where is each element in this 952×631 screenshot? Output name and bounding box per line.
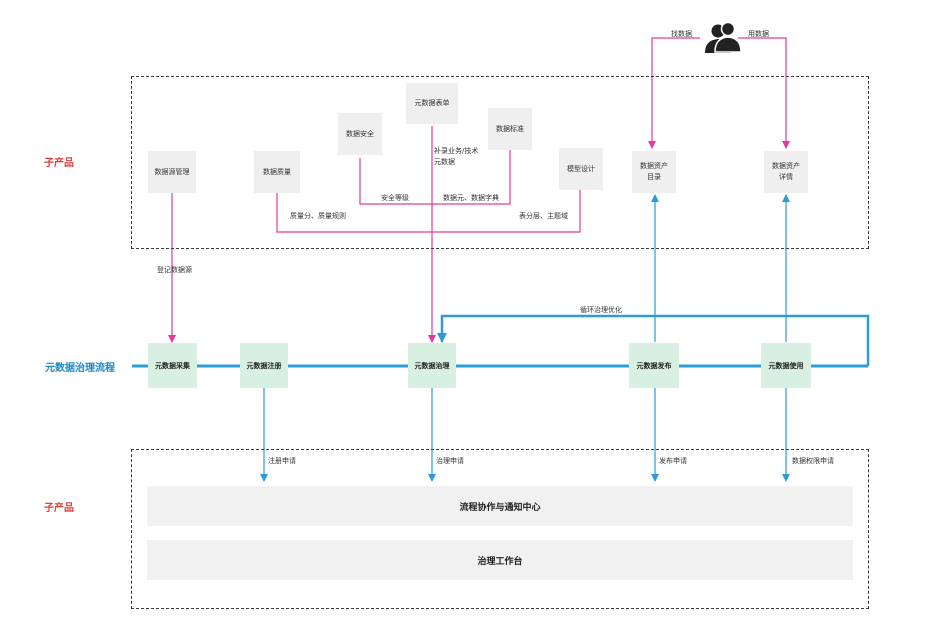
- bottom-product-frame: [131, 449, 869, 609]
- quality-score-label: 质量分、质量规则: [290, 212, 346, 220]
- use-data-connector: [738, 37, 790, 149]
- flow-label: 元数据治理流程: [45, 363, 115, 374]
- stage-register[interactable]: 元数据注册: [240, 343, 288, 388]
- register-source-label: 登记数据源: [157, 266, 192, 274]
- node-data-standard[interactable]: 数据标准: [488, 108, 532, 150]
- node-source-management[interactable]: 数据源管理: [148, 151, 196, 193]
- model-connector: [432, 190, 581, 233]
- stage-collect[interactable]: 元数据采集: [148, 343, 197, 388]
- dictionary-label: 数据元、数据字典: [443, 194, 499, 202]
- node-model-design[interactable]: 模型设计: [559, 148, 603, 190]
- node-data-security[interactable]: 数据安全: [338, 113, 382, 155]
- quality-connector: [276, 193, 432, 233]
- users-icon: [705, 21, 742, 53]
- workbench-bar[interactable]: 治理工作台: [147, 540, 853, 580]
- supplement-label: 补录业务/技术 元数据: [434, 147, 479, 166]
- govern-request-label: 治理申请: [436, 457, 464, 465]
- publish-request-label: 发布申请: [659, 457, 687, 465]
- loop-label: 循环治理优化: [580, 306, 622, 314]
- find-data-connector: [648, 37, 700, 149]
- top-product-frame: [131, 76, 869, 249]
- use-data-label: 用数据: [748, 30, 769, 38]
- stage-govern[interactable]: 元数据治理: [408, 343, 456, 388]
- top-product-label: 子产品: [44, 158, 74, 169]
- layering-label: 表分层、主题域: [519, 212, 568, 220]
- node-metadata-form[interactable]: 元数据表单: [406, 83, 458, 124]
- register-request-label: 注册申请: [268, 457, 296, 465]
- collab-center-bar[interactable]: 流程协作与通知中心: [147, 486, 853, 526]
- node-asset-catalog[interactable]: 数据资产 目录: [632, 151, 676, 193]
- node-asset-detail[interactable]: 数据资产 详情: [764, 151, 808, 193]
- security-level-label: 安全等级: [381, 194, 409, 202]
- security-connector: [359, 158, 432, 205]
- standard-connector: [432, 150, 511, 205]
- node-data-quality[interactable]: 数据质量: [254, 151, 300, 193]
- stage-publish[interactable]: 元数据发布: [629, 343, 679, 388]
- stage-use[interactable]: 元数据使用: [761, 343, 811, 388]
- find-data-label: 找数据: [671, 30, 692, 38]
- bottom-product-label: 子产品: [44, 503, 74, 514]
- permission-request-label: 数据权限申请: [792, 457, 834, 465]
